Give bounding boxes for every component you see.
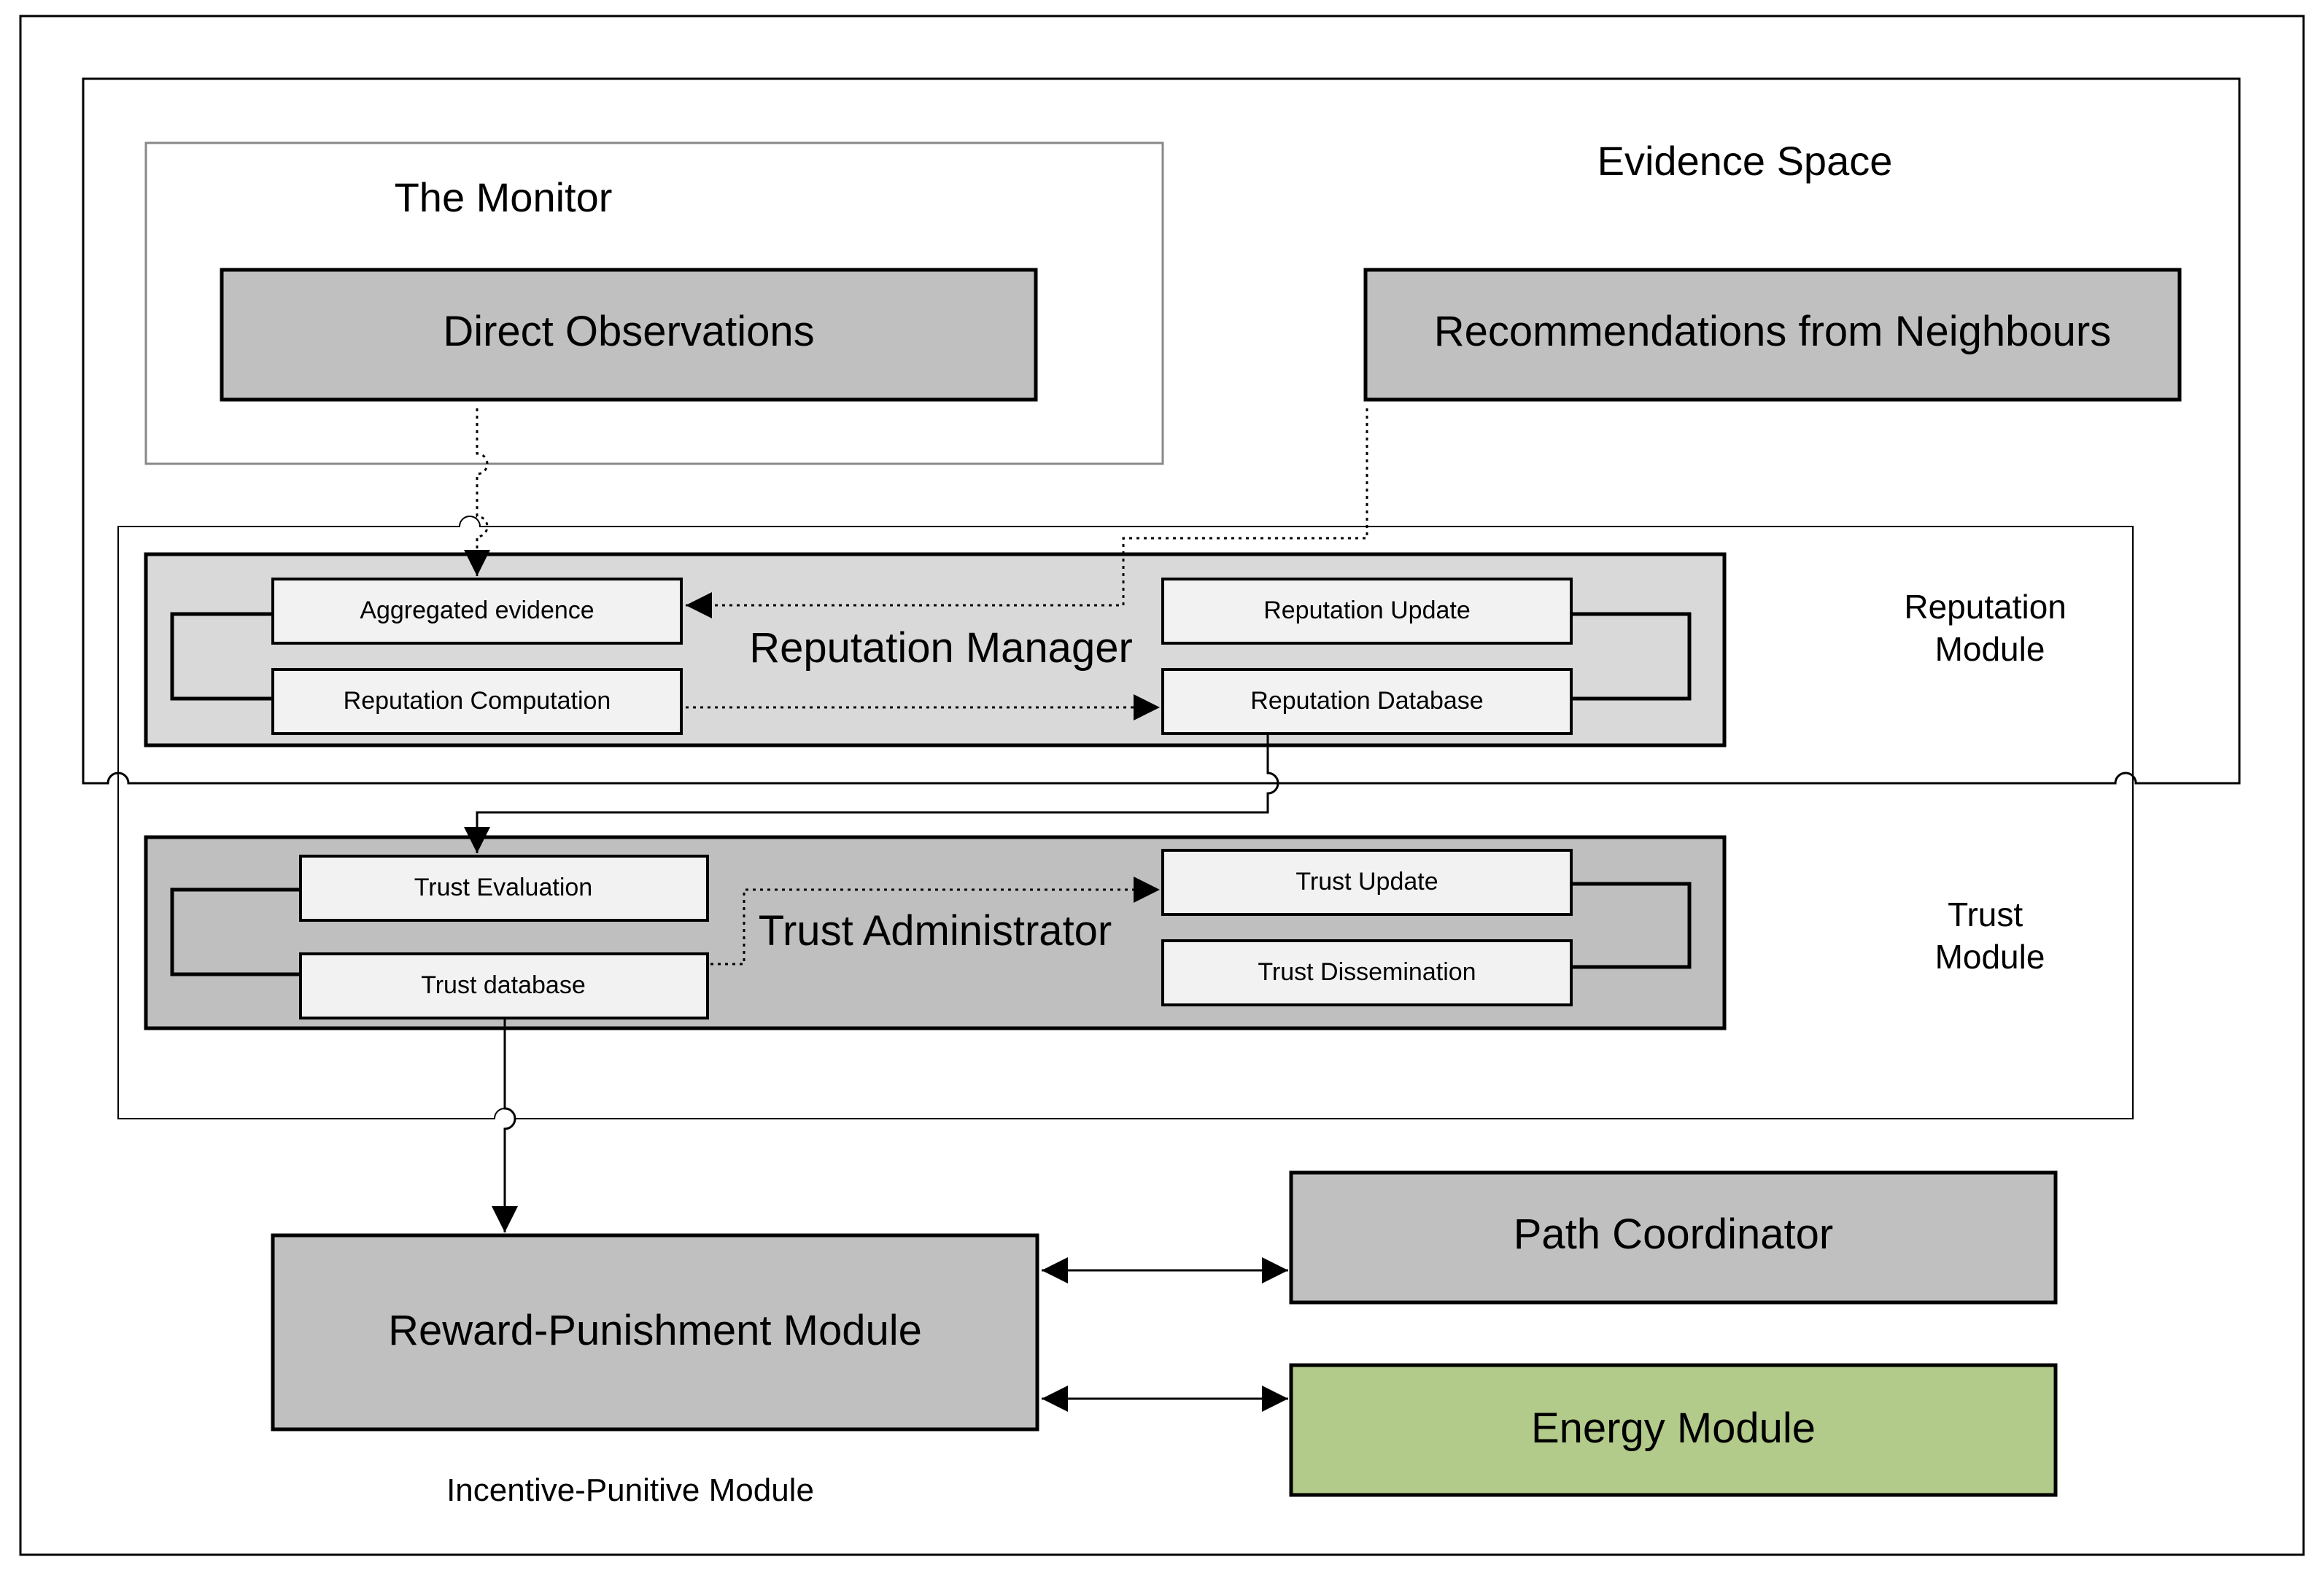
monitor-container [144,141,1164,465]
trust-database-box [299,952,709,1019]
reputation-module-label: Reputation Module [1904,588,2075,668]
aggregated-evidence-label: Aggregated evidence [360,597,594,624]
trust-administrator-label: Trust Administrator [759,907,1112,955]
trust-database-label: Trust database [421,971,586,999]
reputation-left-loop [170,612,273,701]
energy-module-label: Energy Module [1531,1405,1816,1452]
path-coordinator-label: Path Coordinator [1514,1211,1833,1258]
outer-frame [19,15,2305,1556]
module-container [117,516,2134,1119]
reputation-database-box [1161,668,1573,735]
reward-punishment-label: Reward-Punishment Module [388,1307,922,1354]
direct-observations-label: Direct Observations [443,308,814,355]
trust-left-loop [170,887,301,976]
recommendations-to-aggregated-arrow [686,408,1368,618]
evidence-space-container [82,77,2241,785]
evidence-space-label: Evidence Space [1597,138,1893,184]
reputation-computation-box [271,668,683,735]
recommendations-box [1363,268,2182,402]
path-coordinator-box [1289,1170,2058,1305]
direct-observations-box [220,268,1038,402]
reputation-manager-label: Reputation Manager [749,624,1133,672]
energy-module-box [1289,1363,2058,1497]
recommendations-label: Recommendations from Neighbours [1434,308,2111,355]
aggregated-evidence-box [271,578,683,645]
incentive-punitive-label: Incentive-Punitive Module [446,1472,814,1508]
trust-database-to-update-arrow [710,877,1160,966]
reputation-database-to-trust-evaluation-arrow [464,735,1279,853]
trust-dissemination-label: Trust Dissemination [1258,958,1476,986]
reputation-module-label-line2: Module [1935,630,2045,668]
reward-punishment-box [271,1233,1039,1432]
reputation-right-loop [1571,612,1692,701]
reputation-update-label: Reputation Update [1263,597,1471,624]
trust-module-label-line2: Module [1935,938,2045,976]
trust-module-label-line1: Trust [1948,896,2023,933]
reputation-update-box [1161,578,1573,645]
trust-right-loop [1571,882,1692,969]
reputation-computation-label: Reputation Computation [344,687,611,715]
reputation-module-label-line1: Reputation [1904,588,2067,626]
trust-update-label: Trust Update [1295,868,1438,896]
trust-evaluation-label: Trust Evaluation [414,874,592,901]
trust-database-to-reward-arrow [492,1019,518,1232]
monitor-label: The Monitor [395,174,613,220]
trust-module-label: Trust Module [1935,896,2045,976]
direct-observations-to-aggregated-arrow [464,408,490,576]
reputation-database-label: Reputation Database [1250,687,1483,715]
trust-dissemination-box [1161,939,1573,1006]
